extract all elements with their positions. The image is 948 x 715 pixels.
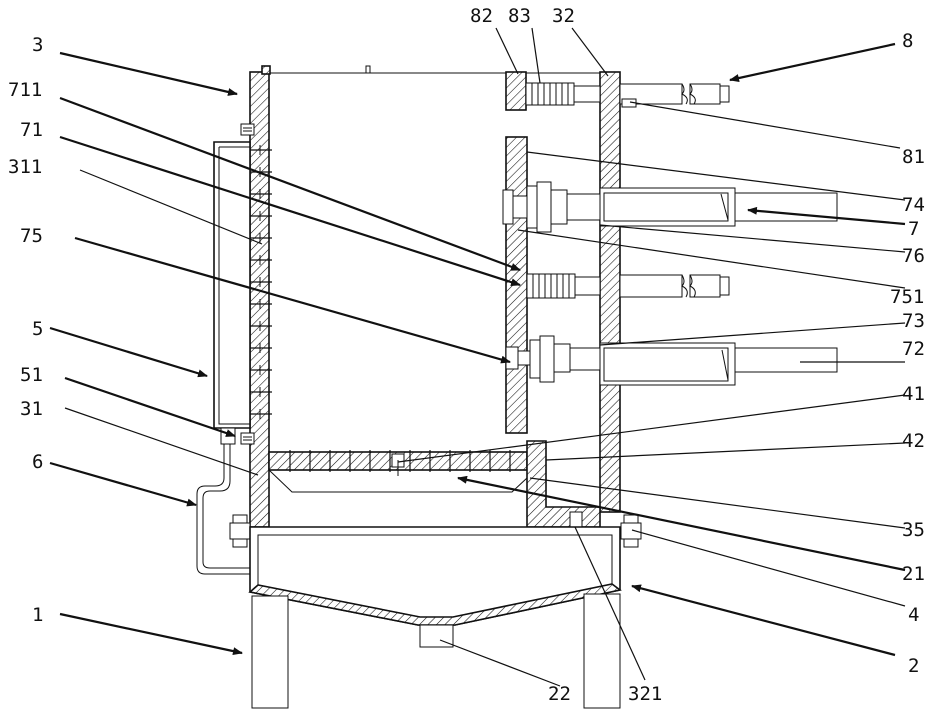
- leader-3: [60, 53, 237, 94]
- leader-22: [440, 640, 560, 686]
- leader-5: [50, 328, 207, 376]
- probe-assembly-72: [506, 336, 837, 385]
- leader-6: [50, 463, 196, 505]
- label-6: 6: [32, 451, 43, 473]
- label-73: 73: [902, 310, 925, 332]
- leader-1: [60, 614, 242, 653]
- bent-pipe-6-inner: [203, 444, 256, 568]
- label-41: 41: [902, 383, 925, 405]
- label-74: 74: [902, 194, 925, 216]
- leader-8: [730, 44, 895, 80]
- label-7: 7: [908, 218, 919, 240]
- label-711: 711: [8, 79, 42, 101]
- plate-center-bolt: [392, 454, 404, 476]
- label-75: 75: [20, 225, 43, 247]
- label-81: 81: [902, 146, 925, 168]
- upper-right-wall: [600, 72, 620, 512]
- leader-41: [398, 395, 905, 462]
- label-3: 3: [32, 34, 43, 56]
- label-4: 4: [908, 604, 919, 626]
- label-21: 21: [902, 563, 925, 585]
- label-32: 32: [552, 5, 575, 27]
- leader-73: [600, 323, 905, 345]
- leader-71: [60, 137, 520, 285]
- label-8: 8: [902, 30, 913, 52]
- label-35: 35: [902, 519, 925, 541]
- flange-bolt-right: [621, 515, 641, 547]
- label-42: 42: [902, 430, 925, 452]
- leader-75: [75, 238, 510, 362]
- label-2: 2: [908, 655, 919, 677]
- probe-assembly-7: [503, 182, 837, 232]
- leader-76: [600, 225, 905, 252]
- top-lug: [366, 66, 370, 73]
- leader-2: [632, 586, 895, 655]
- label-82: 82: [470, 5, 493, 27]
- label-751: 751: [890, 286, 924, 308]
- label-71: 71: [20, 119, 43, 141]
- leader-81: [630, 102, 900, 148]
- leader-32: [572, 28, 608, 76]
- top-fitting-83: [526, 83, 600, 105]
- label-311: 311: [8, 156, 42, 178]
- leader-83: [532, 28, 540, 83]
- housing-bolt-top: [241, 124, 254, 135]
- leader-711: [60, 98, 520, 270]
- support-leg-right: [584, 594, 620, 708]
- label-31: 31: [20, 398, 43, 420]
- top-flange-82: [506, 72, 526, 110]
- lower-vessel-2: [250, 527, 620, 625]
- label-51: 51: [20, 364, 43, 386]
- label-76: 76: [902, 245, 925, 267]
- label-1: 1: [32, 604, 43, 626]
- flange-bolt-left: [230, 515, 250, 547]
- leader-51: [65, 378, 235, 436]
- middle-probe-711: [527, 274, 729, 298]
- label-5: 5: [32, 318, 43, 340]
- left-top-lip: [262, 66, 270, 74]
- support-leg-left: [252, 596, 288, 708]
- outlet-321: [570, 512, 582, 527]
- housing-bolt-bottom: [241, 433, 254, 444]
- label-321: 321: [628, 683, 662, 705]
- label-72: 72: [902, 338, 925, 360]
- apparatus-structure: [197, 66, 837, 708]
- leader-82: [496, 28, 518, 74]
- label-22: 22: [548, 683, 571, 705]
- label-83: 83: [508, 5, 531, 27]
- support-bracket-42: [527, 441, 600, 527]
